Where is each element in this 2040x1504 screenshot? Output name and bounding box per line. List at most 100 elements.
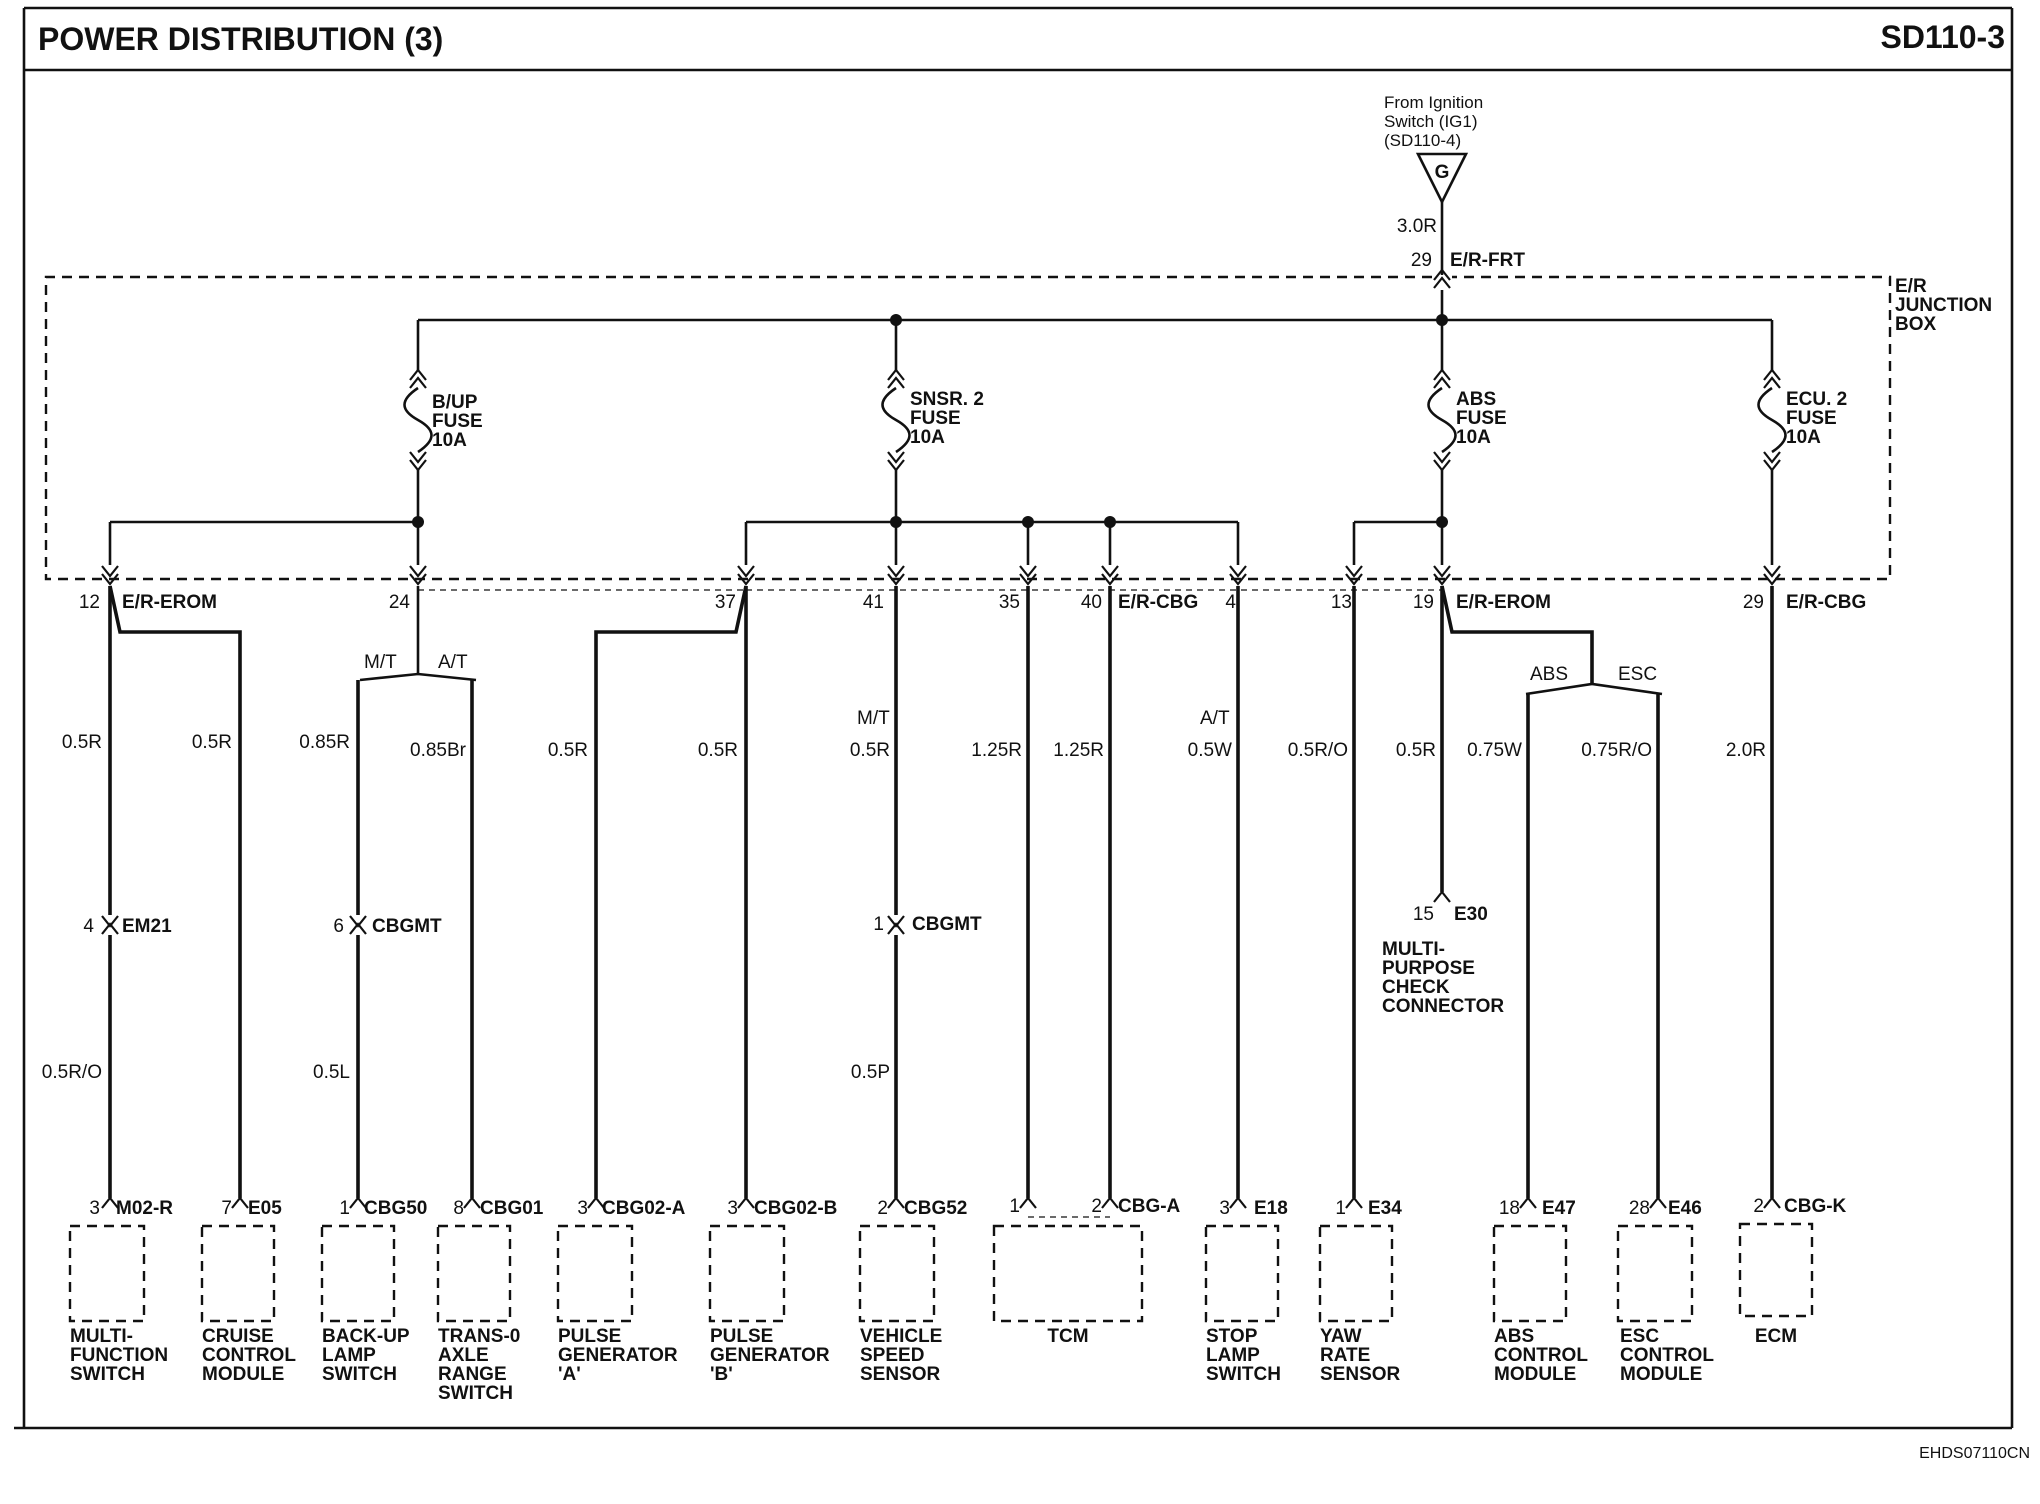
comp-pga-conn: CBG02-A: [602, 1198, 686, 1219]
comp-yaw-pin: 1: [1335, 1198, 1346, 1219]
fuse-bup-l2: FUSE: [432, 411, 483, 432]
split-at: A/T: [438, 652, 468, 673]
comp-pgb-conn: CBG02-B: [754, 1198, 837, 1219]
wire-yaw: 0.5R/O: [1288, 740, 1348, 761]
mpcc-conn: E30: [1454, 904, 1488, 925]
jb-connector-arrows: [101, 565, 1781, 591]
comp-backup-pin: 1: [339, 1198, 350, 1219]
mpcc-l2: PURPOSE: [1382, 958, 1475, 979]
jb-conn-cbg-a: E/R-CBG: [1118, 592, 1198, 613]
fuse-snsr2-l2: FUSE: [910, 408, 961, 429]
wire-labels: 0.5R 0.5R 0.85R 0.85Br 0.5R 0.5R 0.5R 1.…: [42, 732, 1766, 1083]
em21-name: EM21: [122, 916, 172, 937]
comp-tcm-pin1: 1: [1009, 1196, 1020, 1217]
wire-mfs-upper: 0.5R: [62, 732, 102, 753]
wire-ecm: 2.0R: [1726, 740, 1766, 761]
jb-pin-12: 12: [79, 592, 100, 613]
footer-ref: EHDS07110CN: [1919, 1445, 2030, 1462]
fuse-snsr2: SNSR. 2 FUSE 10A: [881, 368, 984, 472]
fuse-ecu2-l1: ECU. 2: [1786, 389, 1847, 410]
wire-backup-lower: 0.5L: [313, 1062, 350, 1083]
mpcc-pin: 15: [1413, 904, 1434, 925]
comp-abs-conn: E47: [1542, 1198, 1576, 1219]
page-frame: [14, 6, 2014, 1430]
comp-trans-l1: TRANS-0: [438, 1326, 520, 1347]
comp-vss-l3: SENSOR: [860, 1364, 941, 1385]
em21-pin: 4: [83, 916, 94, 937]
wire-pgb: 0.5R: [698, 740, 738, 761]
comp-ecm-conn: CBG-K: [1784, 1196, 1847, 1217]
inline-connectors: 4 EM21 6 CBGMT 1 CBGMT: [83, 914, 982, 937]
mpcc-connector: 15 E30 MULTI- PURPOSE CHECK CONNECTOR: [1382, 904, 1504, 1017]
wire-mfs-lower: 0.5R/O: [42, 1062, 102, 1083]
comp-pgb-l3: 'B': [710, 1364, 733, 1385]
cbgmt-a-pin: 6: [333, 916, 344, 937]
junction-box-label-2: JUNCTION: [1895, 295, 1992, 316]
comp-abs-pin: 18: [1499, 1198, 1520, 1219]
source-pin: 29: [1411, 250, 1432, 271]
comp-vss-conn: CBG52: [904, 1198, 967, 1219]
comp-esc-l2: CONTROL: [1620, 1345, 1714, 1366]
comp-yaw-l3: SENSOR: [1320, 1364, 1401, 1385]
fuse-abs-l1: ABS: [1456, 389, 1496, 410]
comp-stop-pin: 3: [1219, 1198, 1230, 1219]
split-mt: M/T: [364, 652, 397, 673]
output-wires: [101, 585, 1774, 1218]
wire-backup-upper: 0.85R: [299, 732, 350, 753]
comp-abs-l2: CONTROL: [1494, 1345, 1588, 1366]
cbgmt-b-name: CBGMT: [912, 914, 982, 935]
comp-cruise-l2: CONTROL: [202, 1345, 296, 1366]
distribution-buses: [108, 470, 1774, 565]
comp-vss-l1: VEHICLE: [860, 1326, 942, 1347]
comp-trans-l3: RANGE: [438, 1364, 507, 1385]
comp-trans-pin: 8: [453, 1198, 464, 1219]
junction-bus: [416, 290, 1774, 370]
comp-abs-l1: ABS: [1494, 1326, 1534, 1347]
comp-pgb-pin: 3: [727, 1198, 738, 1219]
jb-pin-19: 19: [1413, 592, 1434, 613]
source-connector-label: G: [1435, 162, 1450, 183]
fuse-abs-l2: FUSE: [1456, 408, 1507, 429]
split-at2: A/T: [1200, 708, 1230, 729]
comp-ecm-pin: 2: [1753, 1196, 1764, 1217]
comp-abs-l3: MODULE: [1494, 1364, 1576, 1385]
component-connectors: [68, 1196, 1814, 1323]
jb-pin-41: 41: [863, 592, 884, 613]
fuse-bup-l3: 10A: [432, 430, 467, 451]
fuse-bup-l1: B/UP: [432, 392, 478, 413]
wire-mpcc: 0.5R: [1396, 740, 1436, 761]
jb-pin-24: 24: [389, 592, 411, 613]
comp-stop-l1: STOP: [1206, 1326, 1258, 1347]
comp-cruise-l1: CRUISE: [202, 1326, 274, 1347]
fuse-snsr2-l1: SNSR. 2: [910, 389, 984, 410]
jb-pin-35: 35: [999, 592, 1020, 613]
comp-pga-pin: 3: [577, 1198, 588, 1219]
source-line-3: (SD110-4): [1384, 131, 1461, 150]
comp-esc-l3: MODULE: [1620, 1364, 1702, 1385]
comp-trans-l4: SWITCH: [438, 1383, 513, 1404]
mpcc-l3: CHECK: [1382, 977, 1450, 998]
cbgmt-b-pin: 1: [873, 914, 884, 935]
wire-esc: 0.75R/O: [1581, 740, 1652, 761]
wire-trans: 0.85Br: [410, 740, 467, 761]
comp-mfs-l1: MULTI-: [70, 1326, 133, 1347]
fuse-snsr2-l3: 10A: [910, 427, 945, 448]
fuse-ecu2: ECU. 2 FUSE 10A: [1757, 368, 1847, 472]
comp-tcm-l1: TCM: [1047, 1326, 1088, 1347]
comp-yaw-conn: E34: [1368, 1198, 1402, 1219]
comp-pga-l2: GENERATOR: [558, 1345, 678, 1366]
split-esc: ESC: [1618, 664, 1657, 685]
fuse-ecu2-l2: FUSE: [1786, 408, 1837, 429]
comp-mfs-l2: FUNCTION: [70, 1345, 168, 1366]
source-connector-triangle: [1415, 152, 1469, 205]
page-title: POWER DISTRIBUTION (3): [38, 21, 443, 57]
source-wire: 3.0R: [1397, 216, 1437, 237]
jb-pin-29: 29: [1743, 592, 1764, 613]
wire-vss-upper: 0.5R: [850, 740, 890, 761]
comp-trans-l2: AXLE: [438, 1345, 489, 1366]
comp-vss-pin: 2: [877, 1198, 888, 1219]
jb-conn-cbg-b: E/R-CBG: [1786, 592, 1866, 613]
jb-pin-4: 4: [1225, 592, 1236, 613]
comp-stop-l2: LAMP: [1206, 1345, 1260, 1366]
